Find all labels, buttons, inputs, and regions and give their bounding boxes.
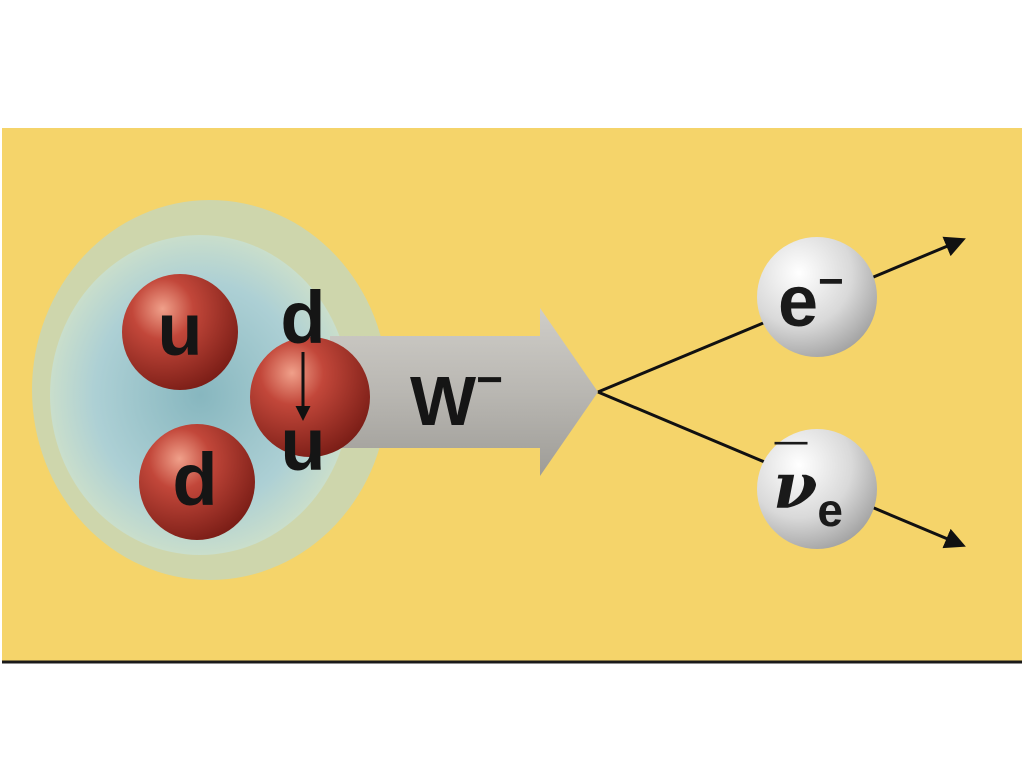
quark-down-bottom-left: d (139, 424, 255, 540)
antineutrino-bar: ¯ (774, 434, 808, 499)
electron: e− (757, 237, 877, 357)
quark-down-label: d (172, 438, 217, 521)
w-boson-charge: − (476, 353, 503, 405)
w-boson-label: W− (410, 353, 503, 440)
quark-to-label: u (280, 403, 325, 486)
quark-up-label: u (157, 288, 202, 371)
quark-transforming: d u (250, 276, 370, 486)
quark-from-label: d (280, 276, 325, 359)
w-boson-arrow: W− (330, 308, 598, 476)
electron-charge: − (818, 257, 844, 306)
antineutrino-symbol: ν (773, 449, 817, 524)
electron-symbol: e (778, 262, 818, 342)
w-boson-symbol: W (410, 362, 476, 440)
antineutrino-subscript: e (817, 484, 843, 536)
antineutrino: ¯ νe (757, 429, 877, 549)
quark-up-top-left: u (122, 274, 238, 390)
electron-label: e− (778, 257, 844, 342)
antineutrino-label: νe (773, 449, 843, 536)
